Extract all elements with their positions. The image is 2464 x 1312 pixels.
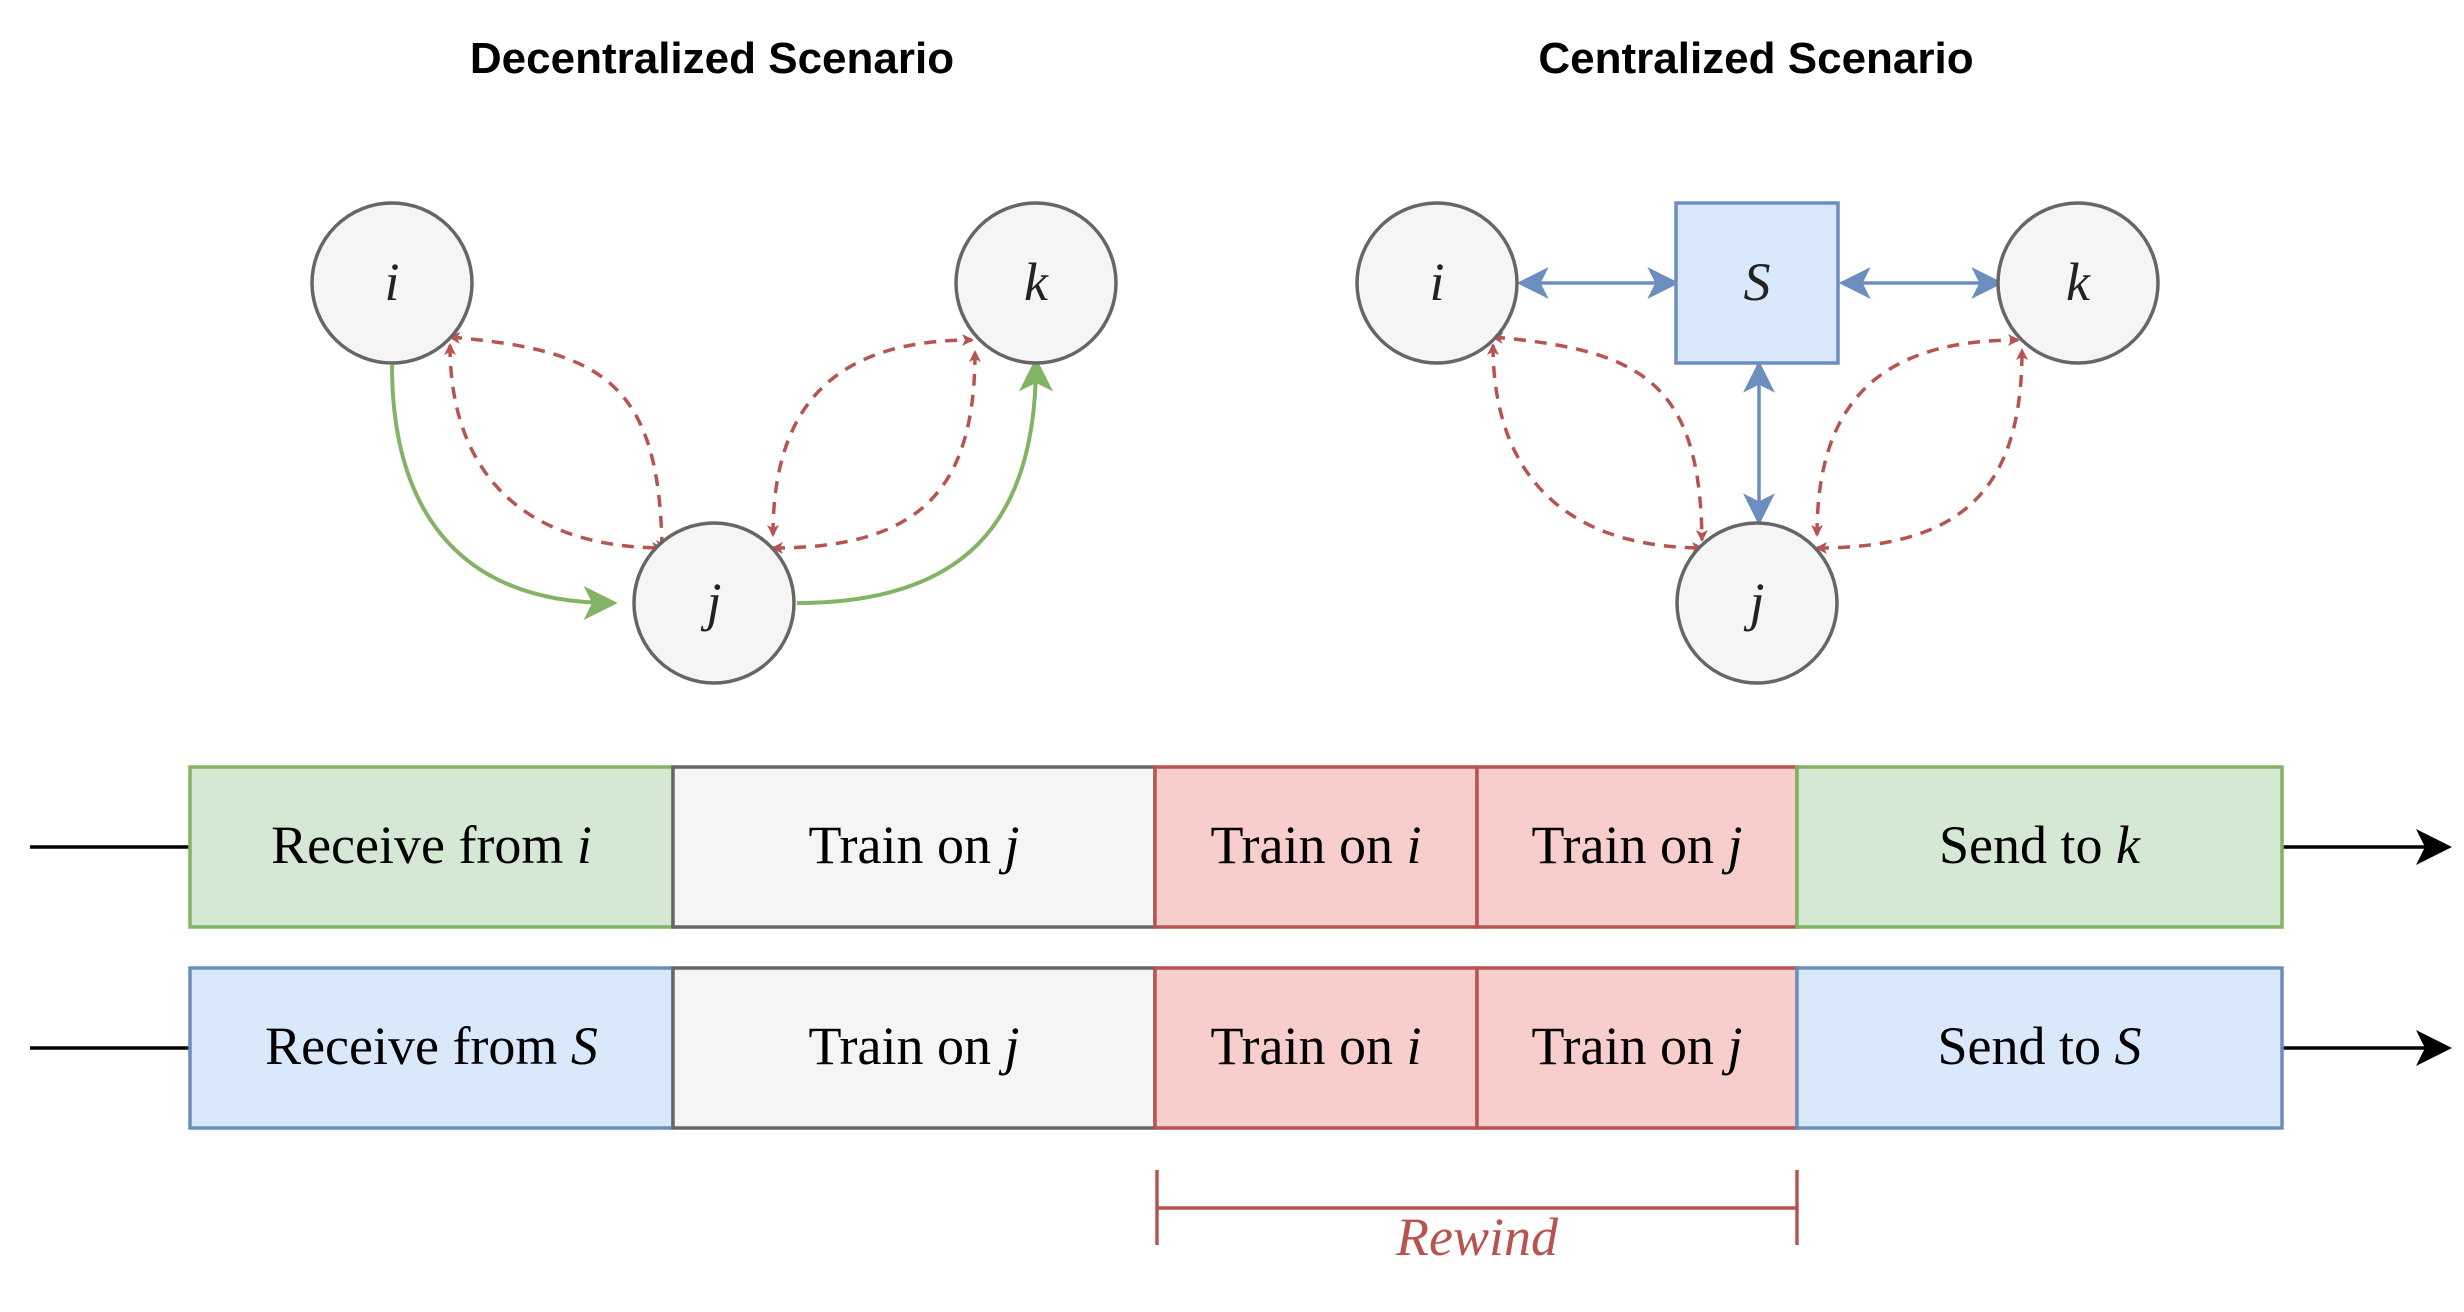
rewind-bracket — [1155, 1170, 1799, 1245]
timeline-bottom-segment-label: Send to S — [1937, 1016, 2141, 1076]
cen-edge-i-j-dashed-outer — [1491, 331, 1708, 542]
dec-node-j-label: j — [700, 572, 721, 632]
dec-edge-j-k-dashed-inner — [771, 350, 981, 554]
timeline-top-segment-variable: j — [1722, 815, 1743, 875]
cen-node-i-label: i — [1429, 252, 1444, 312]
timeline-top-segment-label: Train on j — [808, 815, 1019, 875]
dec-node-k — [954, 201, 1118, 365]
timeline-top-segment-label: Receive from i — [271, 815, 592, 875]
timeline-bottom-segment-prefix: Train on — [1210, 1016, 1406, 1076]
timeline-bottom-segment-variable: j — [999, 1016, 1020, 1076]
timeline-bottom-segment-label: Train on j — [1531, 1016, 1742, 1076]
timeline-bottom-segment-box — [188, 966, 675, 1130]
timeline-bottom-segment-prefix: Train on — [808, 1016, 1004, 1076]
cen-edge-j-k-dashed-inner — [1815, 348, 2028, 554]
timeline-top-segment-prefix: Send to — [1939, 815, 2116, 875]
timeline-top-segment-variable: k — [2116, 815, 2141, 875]
timeline-bottom-segment-label: Train on i — [1210, 1016, 1421, 1076]
timeline-top-segment-box — [188, 765, 675, 929]
timeline-top-segment-label: Train on i — [1210, 815, 1421, 875]
dec-node-j — [632, 521, 796, 685]
dec-node-i — [310, 201, 474, 365]
dec-edge-i-j-green — [390, 364, 618, 620]
cen-node-k-label: k — [2066, 252, 2091, 312]
timeline-top-segment-variable: i — [577, 815, 592, 875]
timeline-top-segment-prefix: Train on — [1210, 815, 1406, 875]
cen-server-node — [1674, 201, 1840, 365]
cen-node-j-label: j — [1743, 572, 1764, 632]
timeline-bottom-segment-box — [1475, 966, 1799, 1130]
timeline-bottom-segment-box — [671, 966, 1157, 1130]
timeline-bottom-segment-box — [1153, 966, 1479, 1130]
timeline-bottom-segment-label: Train on j — [808, 1016, 1019, 1076]
dec-edge-j-k-dashed — [767, 334, 974, 537]
cen-edge-j-k-dashed — [1811, 334, 2020, 537]
dec-edge-j-k-green — [796, 357, 1053, 605]
dec-node-i-label: i — [384, 252, 399, 312]
timeline-bottom-segment-prefix: Train on — [1531, 1016, 1727, 1076]
timeline-bottom-segment-variable: i — [1407, 1016, 1422, 1076]
timeline-top-segment-variable: j — [999, 815, 1020, 875]
cen-node-i — [1355, 201, 1519, 365]
timeline-bottom-segment-box — [1795, 966, 2284, 1130]
cen-edge-i-j-dashed — [1487, 343, 1704, 554]
timeline-top-segment-box — [1475, 765, 1799, 929]
timeline-top-segment-box — [1153, 765, 1479, 929]
timeline-bottom-segment-prefix: Send to — [1937, 1016, 2114, 1076]
timeline-top-segment-box — [1795, 765, 2284, 929]
timeline-top-segment-prefix: Receive from — [271, 815, 577, 875]
timeline-top-segment-box — [671, 765, 1157, 929]
timeline-bottom-segment-prefix: Receive from — [265, 1016, 571, 1076]
timeline-top-segment-prefix: Train on — [1531, 815, 1727, 875]
decentralized-title: Decentralized Scenario — [470, 34, 954, 83]
timeline-top-segment-prefix: Train on — [808, 815, 1004, 875]
centralized-title: Centralized Scenario — [1538, 34, 1973, 83]
cen-node-k — [1996, 201, 2160, 365]
timeline-bottom-segment-variable: S — [2115, 1016, 2142, 1076]
cen-server-label: S — [1744, 252, 1771, 312]
dec-edge-i-j-dashed-inner — [444, 343, 664, 554]
timeline-top-segment-variable: i — [1407, 815, 1422, 875]
timeline-bottom-segment-variable: j — [1722, 1016, 1743, 1076]
timeline-bottom-segment-variable: S — [571, 1016, 598, 1076]
cen-node-j — [1675, 521, 1839, 685]
timeline-top-segment-label: Send to k — [1939, 815, 2141, 875]
dec-node-k-label: k — [1024, 252, 1049, 312]
timeline-top-segment-label: Train on j — [1531, 815, 1742, 875]
rewind-label: Rewind — [1395, 1207, 1559, 1267]
timeline-bottom-segment-label: Receive from S — [265, 1016, 598, 1076]
dec-edge-i-j-dashed — [448, 331, 668, 552]
